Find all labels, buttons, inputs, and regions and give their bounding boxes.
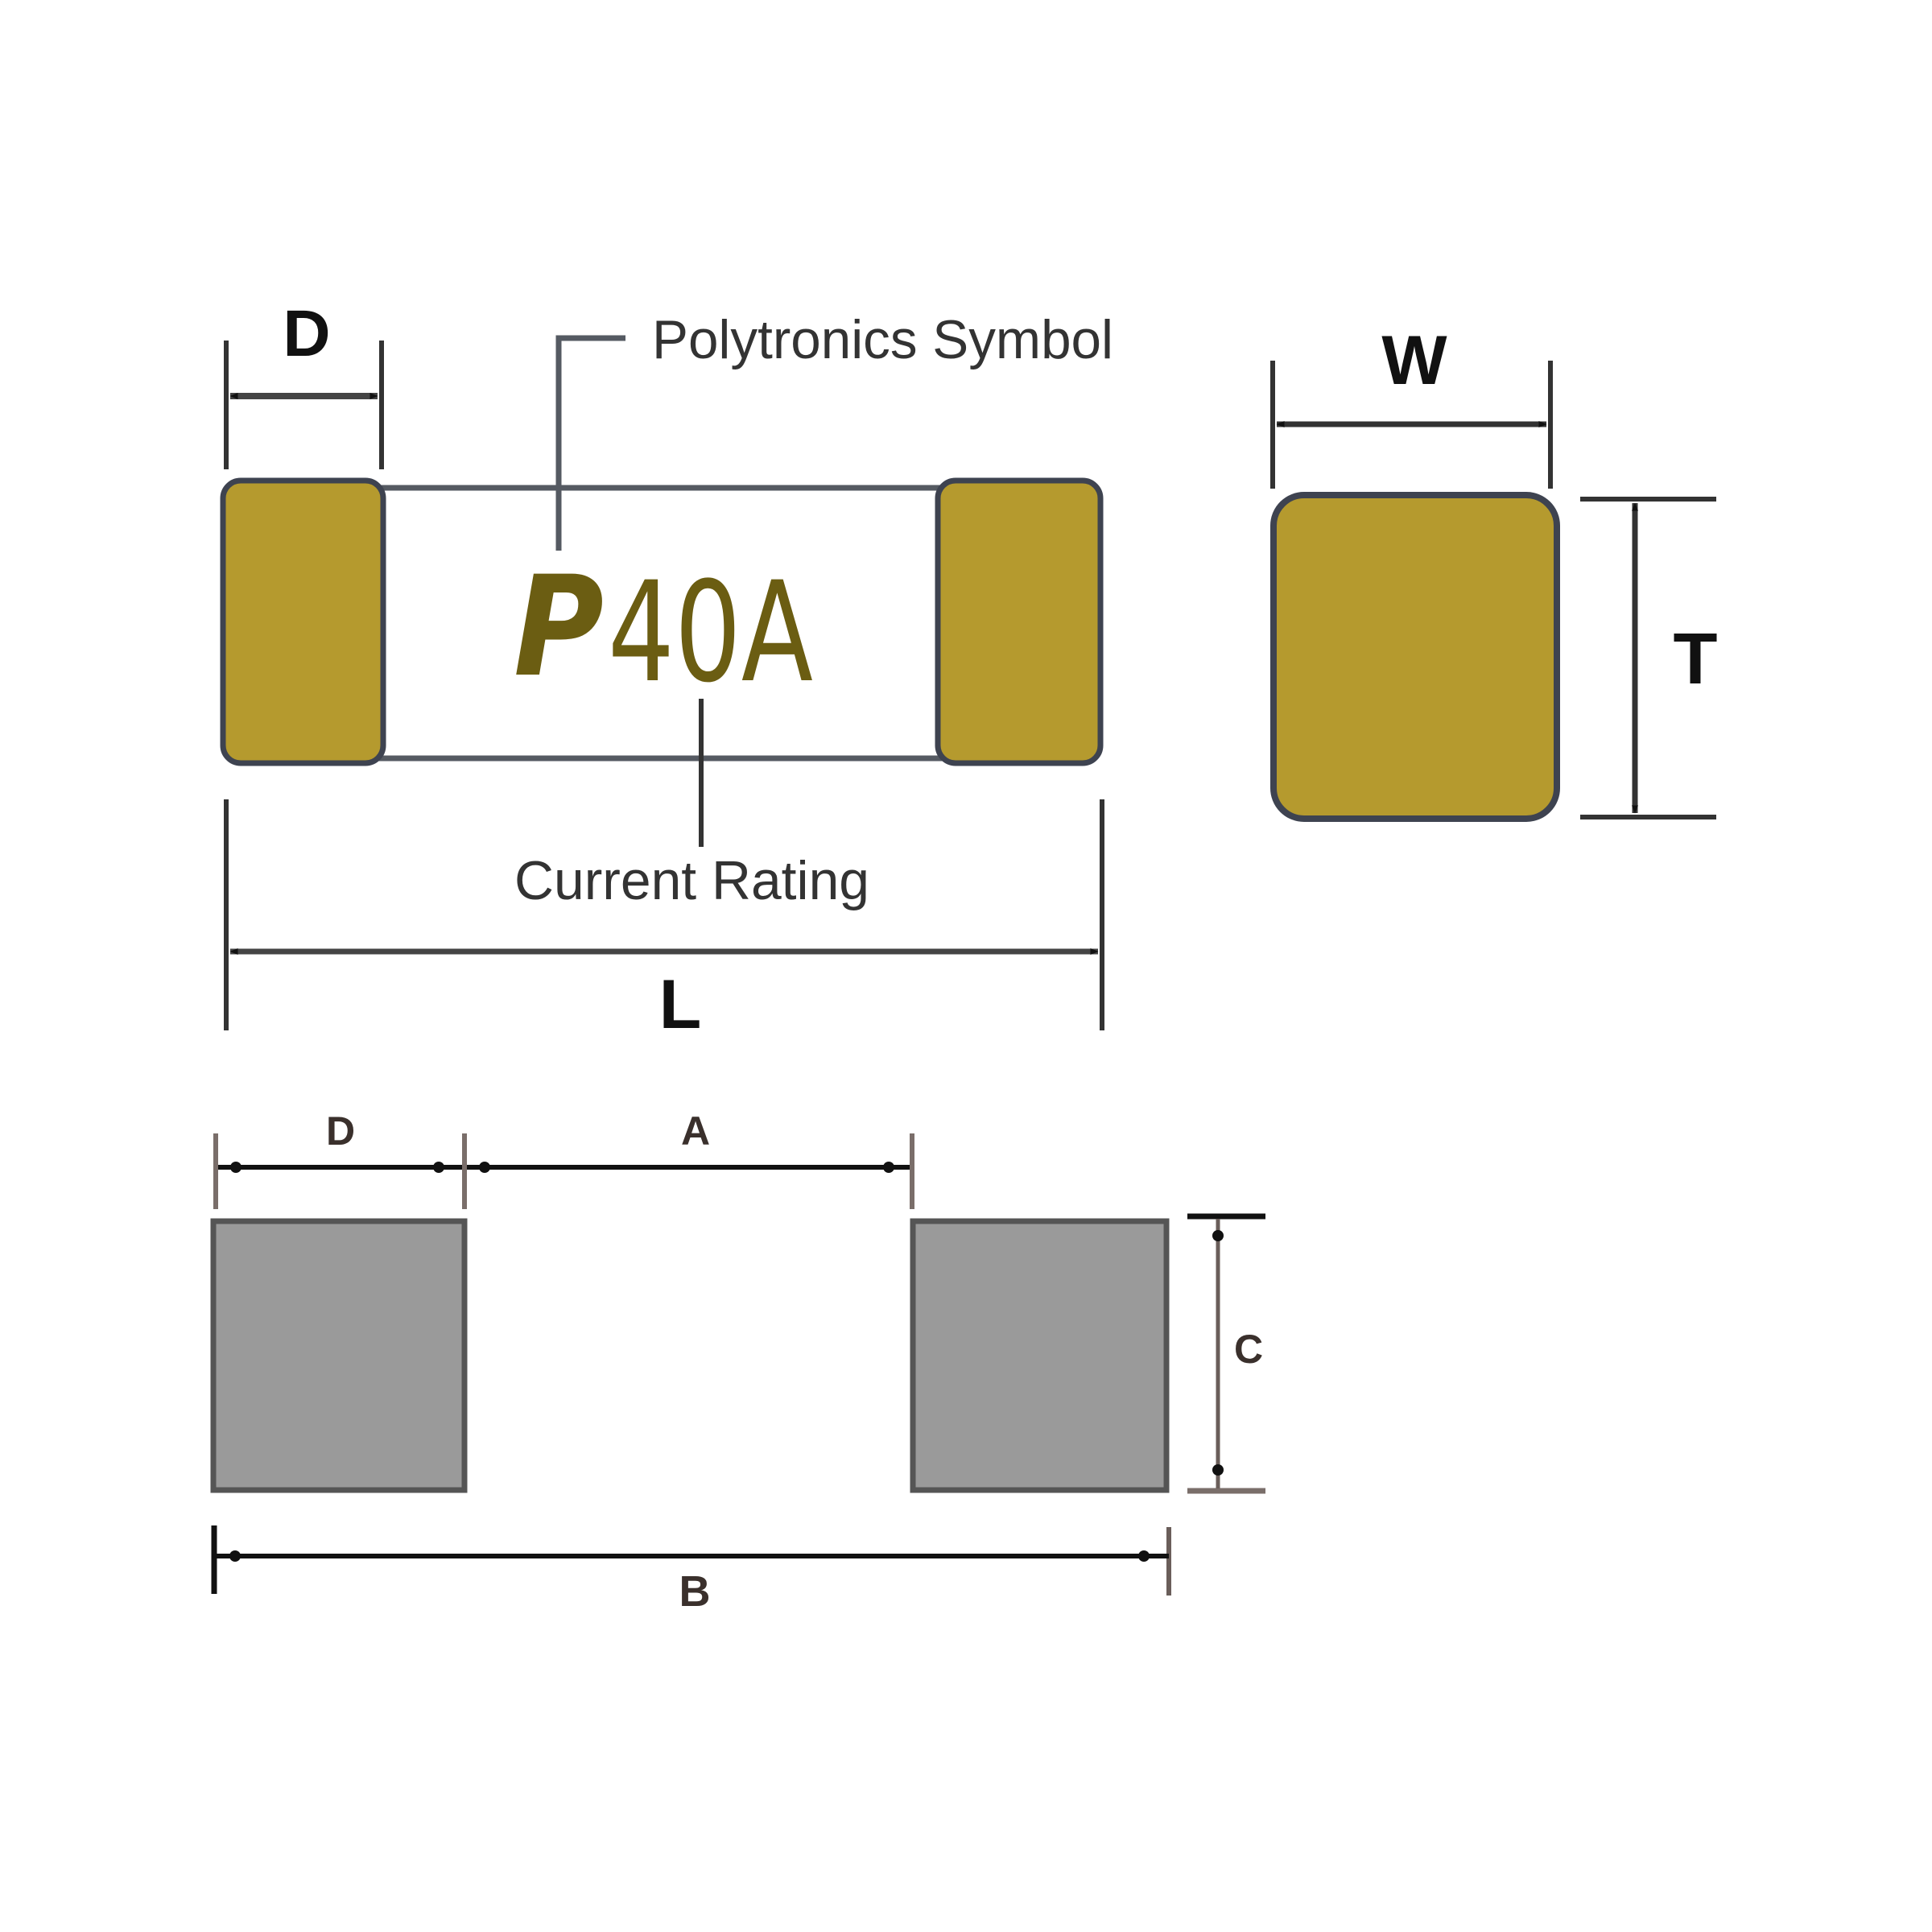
w-label: W	[1381, 322, 1447, 399]
t-label: T	[1674, 619, 1718, 700]
lp-a-tick-left	[479, 1162, 490, 1173]
l-label: L	[659, 966, 702, 1043]
land-pattern: D A C B	[210, 1108, 1265, 1616]
right-pad	[910, 1218, 1170, 1493]
lp-c-tick-bottom	[1212, 1464, 1224, 1476]
lp-b-tick-left	[229, 1550, 241, 1562]
end-terminal	[1270, 492, 1560, 822]
lp-a-tick-right	[883, 1162, 894, 1173]
lp-b-tick-right	[1138, 1550, 1150, 1562]
left-pad	[210, 1218, 468, 1493]
symbol-callout-label: Polytronics Symbol	[652, 309, 1113, 370]
lp-a-label: A	[681, 1108, 710, 1154]
left-terminal	[220, 477, 386, 766]
current-rating-marking: 40A	[608, 551, 813, 713]
rating-callout-label: Current Rating	[514, 850, 869, 911]
lp-c-label: C	[1234, 1327, 1263, 1372]
end-view: W T	[1270, 322, 1718, 822]
polytronics-symbol-marking: P	[514, 546, 604, 708]
top-view: P 40A Polytronics Symbol Current Rating …	[220, 297, 1113, 1043]
fuse-body	[375, 485, 945, 762]
lp-b-label: B	[679, 1567, 711, 1616]
right-terminal	[935, 477, 1104, 766]
lp-c-tick-top	[1212, 1230, 1224, 1241]
d-label-top: D	[283, 297, 330, 370]
lp-d-tick-right	[433, 1162, 444, 1173]
lp-d-tick-left	[230, 1162, 242, 1173]
lp-d-label: D	[326, 1108, 355, 1154]
symbol-leader-line	[555, 335, 625, 551]
